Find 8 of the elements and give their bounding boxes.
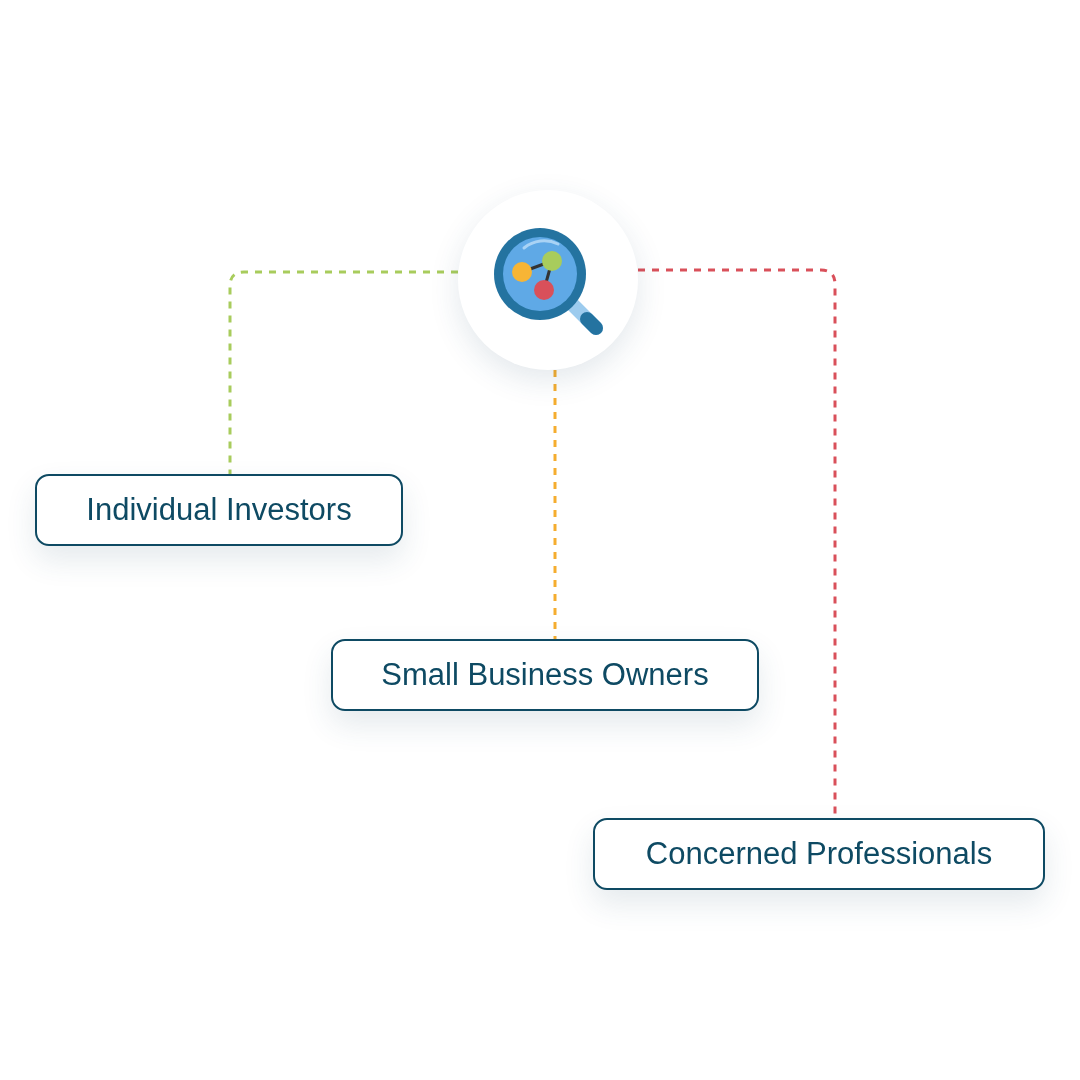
audience-label: Individual Investors	[86, 492, 352, 528]
dashed-connector	[228, 270, 458, 474]
audience-box	[593, 818, 1045, 890]
audience-label: Concerned Professionals	[645, 836, 993, 872]
audience-box	[35, 474, 403, 546]
dashed-connector	[553, 370, 557, 639]
audience-box	[331, 639, 759, 711]
audience-label: Small Business Owners	[381, 657, 709, 693]
